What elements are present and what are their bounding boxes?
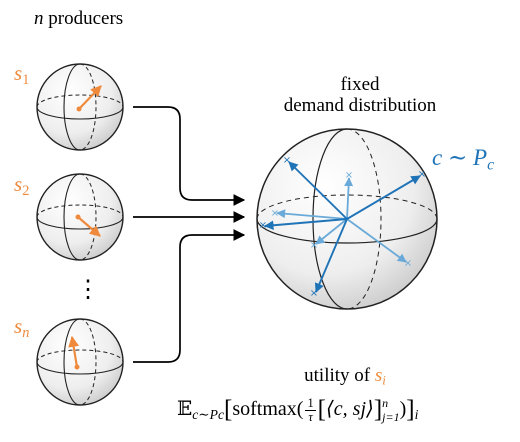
- demand-sphere-icon: × × × × × × × ×: [256, 128, 438, 310]
- arrow-icon: [133, 106, 246, 206]
- svg-text:×: ×: [418, 169, 426, 180]
- producer-label-n: sn: [14, 314, 30, 341]
- producer-sphere-icon: [36, 63, 124, 151]
- svg-text:×: ×: [404, 258, 412, 269]
- producer-label-2: s2: [14, 172, 30, 199]
- producers-header: n producers: [34, 8, 124, 29]
- svg-text:×: ×: [310, 240, 318, 251]
- svg-text:×: ×: [310, 288, 318, 299]
- arrow-icon: [133, 229, 246, 363]
- svg-text:×: ×: [271, 208, 279, 219]
- svg-text:×: ×: [283, 155, 291, 166]
- producer-label-1: s1: [14, 61, 30, 88]
- producer-sphere-icon: [36, 173, 124, 261]
- sample-distribution-label: c ∼ Pc: [432, 145, 494, 174]
- demand-title-line2: demand distribution: [283, 95, 437, 116]
- svg-text:×: ×: [259, 220, 267, 231]
- utility-label: utility of si: [304, 365, 386, 388]
- producers-ellipsis: ⋮: [76, 277, 100, 303]
- demand-title-line1: fixed: [340, 74, 380, 95]
- producer-sphere-icon: [36, 318, 124, 406]
- svg-text:×: ×: [345, 170, 353, 181]
